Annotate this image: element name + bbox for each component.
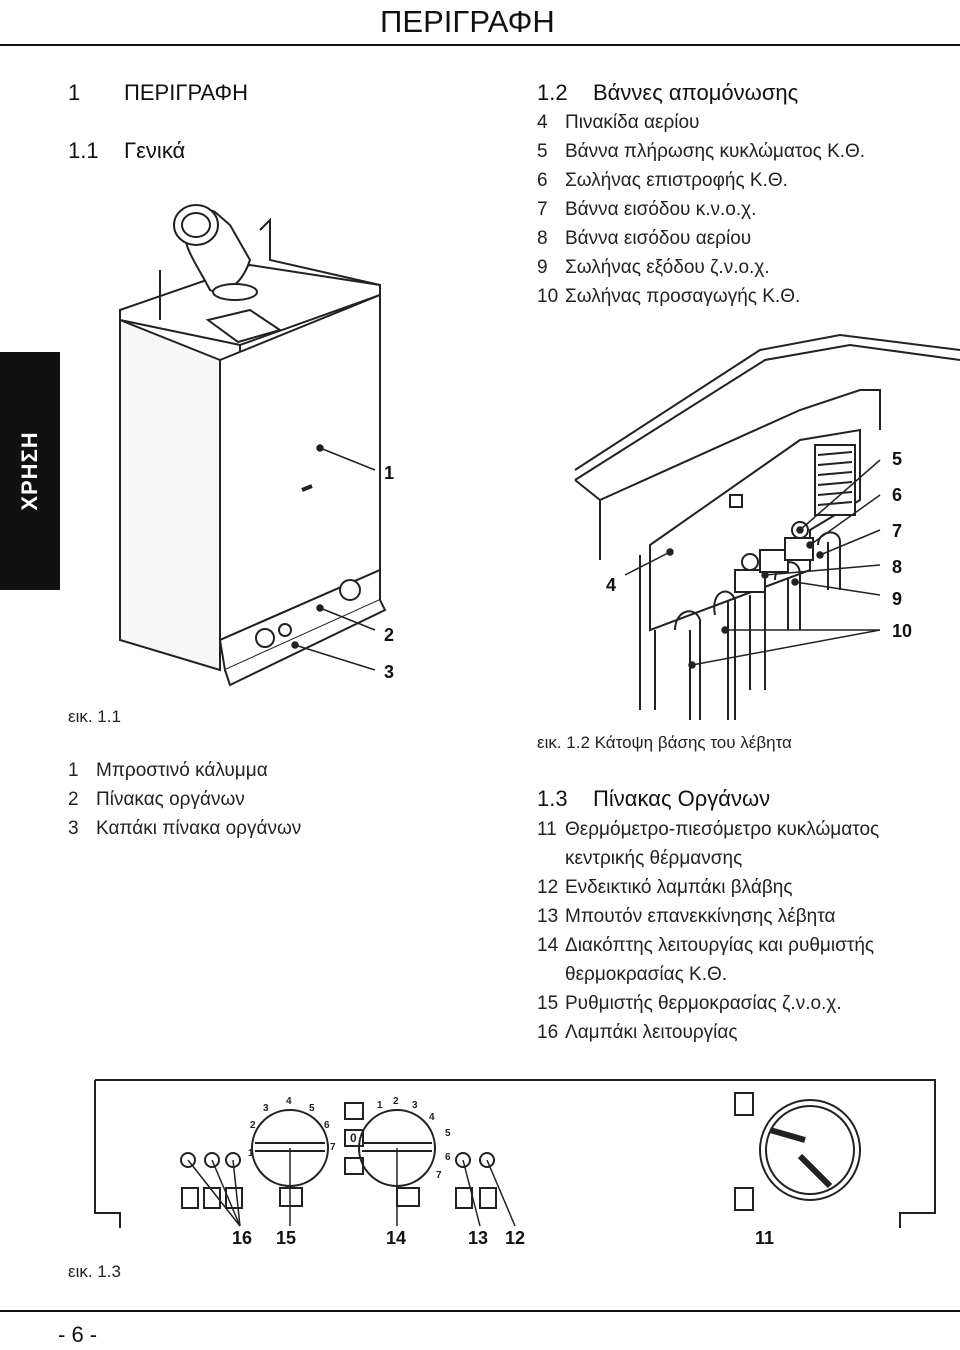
callout-2: 2 [384,625,395,645]
dial-left-tick-4: 4 [286,1096,292,1107]
side-tab-label: ΧΡΗΣΗ [17,431,42,511]
section-number: 1.2 [537,80,568,105]
section-1-3-heading: 1.3 Πίνακας Οργάνων [537,786,770,812]
footer-rule [0,1310,960,1312]
figure-1-3-label: εικ. 1.3 [68,1262,121,1281]
callout-7: 7 [892,521,903,541]
section-1-1-heading: 1.1 Γενικά [68,138,185,164]
callout-8: 8 [892,557,903,577]
dial-left-tick-1: 1 [248,1148,254,1159]
callout-16: 16 [232,1228,253,1248]
callout-14: 14 [386,1228,407,1248]
dial-left-tick-2: 2 [250,1120,256,1131]
dial-right-tick-2: 2 [393,1096,399,1107]
section-1-2-heading: 1.2 Βάννες απομόνωσης [537,80,798,106]
callout-12: 12 [505,1228,526,1248]
callout-11: 11 [755,1228,775,1248]
callout-4: 4 [606,575,617,595]
section-title: Βάννες απομόνωσης [593,80,799,105]
boiler-illustration [119,204,387,687]
side-tab: ΧΡΗΣΗ [0,352,60,590]
section-title: Γενικά [124,138,186,163]
boiler-base-illustration [574,333,960,720]
callout-13: 13 [468,1228,489,1248]
section-title: Πίνακας Οργάνων [593,786,771,811]
figure-1-2-caption: εικ. 1.2 Κάτοψη βάσης του λέβητα [537,733,792,753]
page-title: ΠΕΡΙΓΡΑΦΗ [380,4,555,39]
dial-right-tick-7: 7 [436,1170,442,1181]
figure-label: εικ. 1.2 [537,733,590,752]
switch-zero-label: 0 [350,1131,357,1145]
dial-right-tick-4: 4 [429,1112,435,1123]
callout-5: 5 [892,449,903,469]
callout-6: 6 [892,485,903,505]
dial-left-tick-6: 6 [324,1120,330,1131]
dial-right-tick-1: 1 [377,1100,383,1111]
dial-left-tick-7: 7 [330,1142,336,1153]
callout-3: 3 [384,662,395,682]
dial-right-tick-3: 3 [412,1100,418,1111]
section-number: 1.1 [68,138,99,163]
list-item-continuation: θερμοκρασίας Κ.Θ. [565,964,728,985]
section-title: ΠΕΡΙΓΡΑΦΗ [124,80,248,105]
control-panel-illustration: 1 2 3 4 5 6 7 1 2 3 4 5 6 7 0 [94,1079,936,1228]
section-1-heading: 1 ΠΕΡΙΓΡΑΦΗ [68,80,248,106]
dial-left-tick-5: 5 [309,1103,315,1114]
callout-1: 1 [384,463,395,483]
dial-left-tick-3: 3 [263,1103,269,1114]
dial-right-tick-5: 5 [445,1128,451,1139]
callout-10: 10 [892,621,913,641]
list-item-continuation: κεντρικής θέρμανσης [565,848,743,869]
callout-9: 9 [892,589,903,609]
figure-caption: Κάτοψη βάσης του λέβητα [594,733,792,752]
section-number: 1 [68,80,81,105]
callout-15: 15 [276,1228,297,1248]
figure-1-1-label: εικ. 1.1 [68,707,121,726]
header-rule [0,44,960,46]
dial-right-tick-6: 6 [445,1152,451,1163]
section-number: 1.3 [537,786,568,811]
page-number: - 6 - [58,1322,98,1347]
